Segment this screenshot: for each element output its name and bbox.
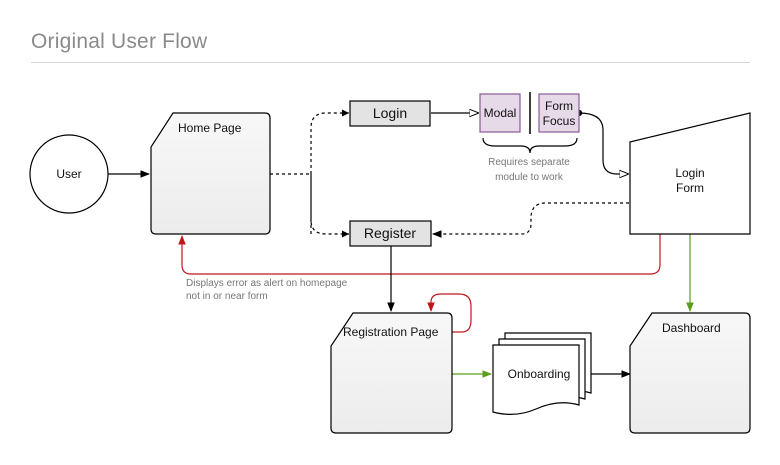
edge-loginform-register bbox=[432, 202, 629, 238]
node-user-label: User bbox=[56, 167, 81, 181]
node-dashboard[interactable]: Dashboard bbox=[629, 312, 751, 434]
node-modal-label: Modal bbox=[484, 106, 517, 120]
separate-module-brace bbox=[482, 137, 578, 154]
node-registration-page-label: Registration Page bbox=[343, 325, 439, 339]
node-registration-page[interactable]: Registration Page bbox=[330, 312, 453, 434]
node-home-page[interactable]: Home Page bbox=[150, 112, 271, 235]
node-register-label: Register bbox=[364, 225, 416, 241]
node-home-page-label: Home Page bbox=[178, 121, 242, 135]
separate-module-note-1: Requires separate bbox=[488, 157, 570, 168]
node-form-focus[interactable]: Form Focus bbox=[538, 93, 580, 133]
page-title: Original User Flow bbox=[31, 30, 208, 53]
edge-arrowhead-register bbox=[342, 230, 349, 238]
node-form-focus-label-2: Focus bbox=[543, 114, 576, 128]
edge-registration-selfloop bbox=[427, 293, 472, 333]
error-note-2: not in or near form bbox=[186, 291, 268, 302]
node-onboarding-label: Onboarding bbox=[508, 367, 571, 381]
error-note-1: Displays error as alert on homepage bbox=[186, 278, 348, 289]
node-login-form-label-1: Login bbox=[675, 166, 704, 180]
edge-formfocus-loginform bbox=[578, 112, 628, 174]
edge-home-login-register bbox=[270, 112, 349, 235]
edge-loginform-home-error bbox=[178, 234, 661, 275]
node-login-form-label-2: Form bbox=[676, 181, 704, 195]
node-form-focus-label-1: Form bbox=[545, 99, 573, 113]
node-login-form[interactable]: Login Form bbox=[629, 112, 751, 235]
node-user[interactable]: User bbox=[29, 134, 109, 214]
node-login-label: Login bbox=[373, 105, 407, 121]
title-divider bbox=[31, 62, 750, 63]
edge-arrowhead-login bbox=[342, 109, 349, 117]
node-onboarding[interactable]: Onboarding bbox=[492, 332, 592, 415]
node-modal[interactable]: Modal bbox=[479, 93, 521, 133]
separate-module-note-2: module to work bbox=[495, 172, 564, 183]
node-login[interactable]: Login bbox=[349, 100, 431, 127]
node-dashboard-label: Dashboard bbox=[662, 321, 721, 335]
node-register[interactable]: Register bbox=[349, 220, 432, 247]
